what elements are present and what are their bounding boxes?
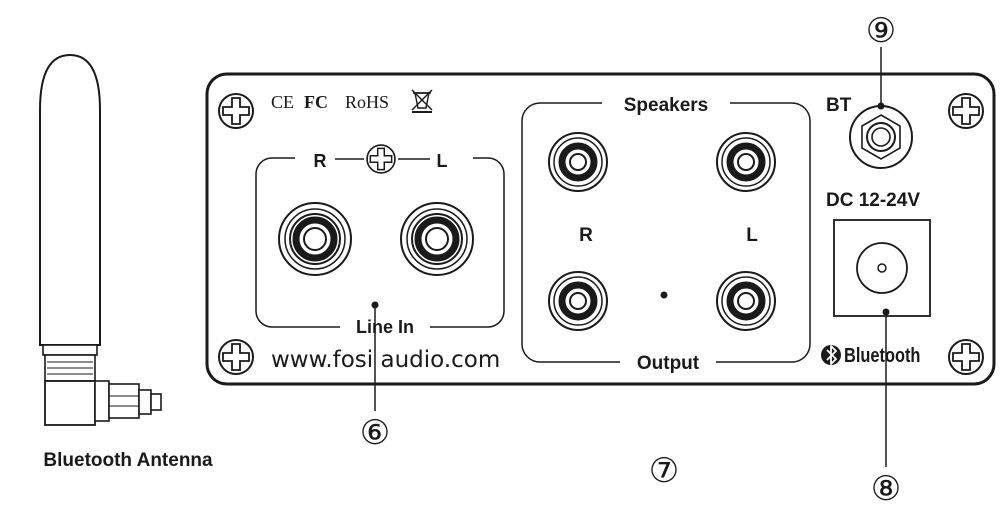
callout-7-dot — [660, 291, 668, 299]
line-in-right-label: R — [314, 151, 327, 171]
speakers-right-label: R — [579, 225, 593, 246]
line-in-left-label: L — [437, 151, 448, 171]
bluetooth-antenna-illustration — [39, 53, 162, 426]
screw-bottom-right — [948, 339, 984, 375]
speakers-title: Speakers — [624, 95, 709, 116]
speaker-right-bottom-terminal[interactable] — [549, 272, 607, 330]
antenna-body — [39, 53, 101, 346]
antenna-connector-tip — [150, 393, 162, 411]
website-text: www.fosi audio.com — [271, 347, 500, 373]
speakers-left-label: L — [746, 225, 758, 246]
screw-top-left — [218, 93, 254, 129]
bt-label: BT — [826, 95, 852, 116]
antenna-nut — [108, 383, 140, 419]
speaker-left-top-terminal[interactable] — [717, 133, 775, 191]
callout-8: ⑧ — [871, 469, 901, 509]
dc-label: DC 12-24V — [826, 190, 920, 211]
line-in-left-jack[interactable] — [401, 203, 473, 275]
weee-bin-icon — [411, 89, 433, 113]
line-in-right-jack[interactable] — [279, 203, 351, 275]
callout-6: ⑥ — [360, 413, 390, 453]
screw-top-right — [948, 93, 984, 129]
fc-mark: FC — [304, 92, 328, 112]
line-in-title: Line In — [356, 317, 414, 337]
bluetooth-logo-icon — [821, 345, 841, 365]
bluetooth-logo-text: Bluetooth — [844, 343, 920, 366]
line-in-center-screw — [366, 144, 396, 174]
bt-antenna-connector[interactable] — [849, 105, 913, 169]
callout-7: ⑦ — [649, 451, 679, 491]
antenna-elbow — [44, 380, 96, 426]
antenna-caption: Bluetooth Antenna — [43, 450, 213, 471]
speaker-left-bottom-terminal[interactable] — [717, 272, 775, 330]
ce-mark: CE — [271, 92, 294, 112]
antenna-collar — [42, 344, 98, 356]
rohs-mark: RoHS — [345, 92, 389, 112]
speaker-right-top-terminal[interactable] — [549, 133, 607, 191]
callout-9: ⑨ — [866, 11, 896, 51]
output-title: Output — [637, 353, 700, 374]
screw-bottom-left — [218, 339, 254, 375]
